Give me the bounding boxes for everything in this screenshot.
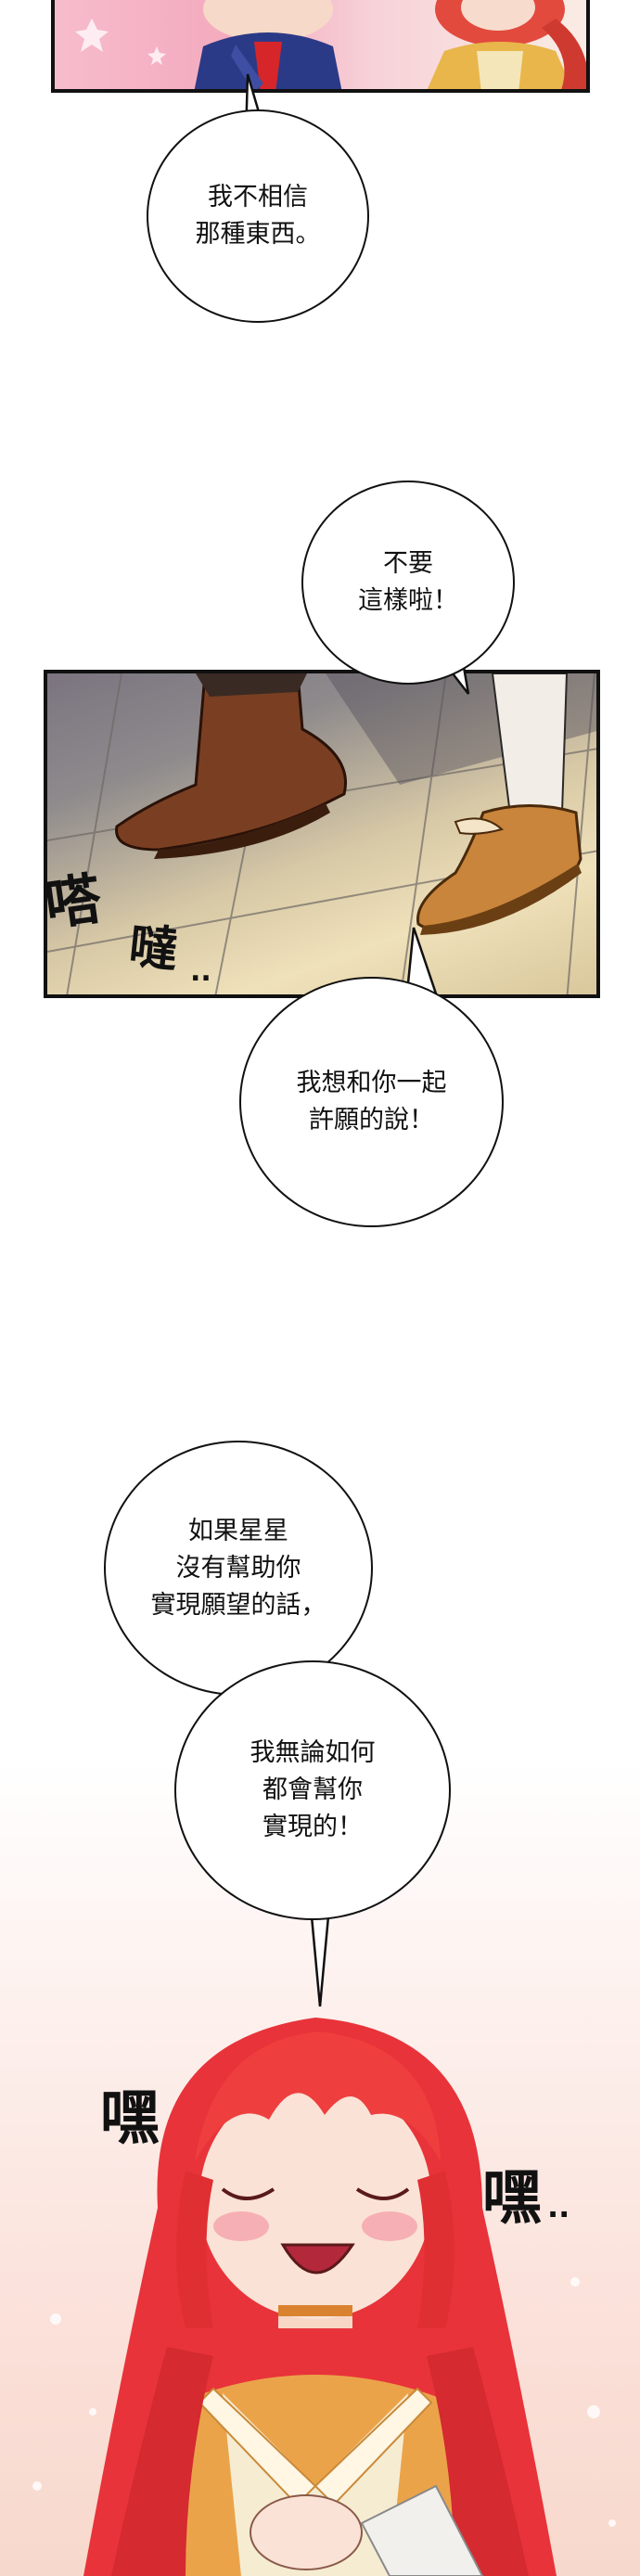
- panel-girl-art: [32, 2018, 616, 2576]
- speech-bubble-5: 我無論如何 都會幫你 實現的！: [174, 1660, 451, 1920]
- sfx-step-2: 噠: [126, 918, 181, 980]
- sfx-step-dots: ..: [190, 955, 211, 988]
- sfx-step-1: 嗒: [41, 866, 106, 939]
- panel-girl-laughing: [0, 1929, 640, 2576]
- sfx-laugh-left: 嘿: [100, 2084, 160, 2153]
- panel-top-art: [75, 0, 586, 89]
- bubble-tail-5: [309, 1904, 331, 2007]
- panel-shoes-art: [47, 673, 596, 994]
- sfx-laugh-right: 嘿: [482, 2164, 542, 2233]
- panel-shoes: [44, 670, 600, 998]
- speech-bubble-4: 如果星星 沒有幫助你 實現願望的話，: [104, 1441, 373, 1696]
- speech-bubble-1: 我不相信 那種東西。: [147, 109, 369, 323]
- speech-bubble-3: 我想和你一起 許願的說！: [239, 977, 504, 1227]
- panel-top-cropped: [51, 0, 590, 93]
- speech-bubble-2: 不要 這樣啦！: [301, 481, 515, 685]
- sfx-laugh-dots: ..: [547, 2189, 570, 2224]
